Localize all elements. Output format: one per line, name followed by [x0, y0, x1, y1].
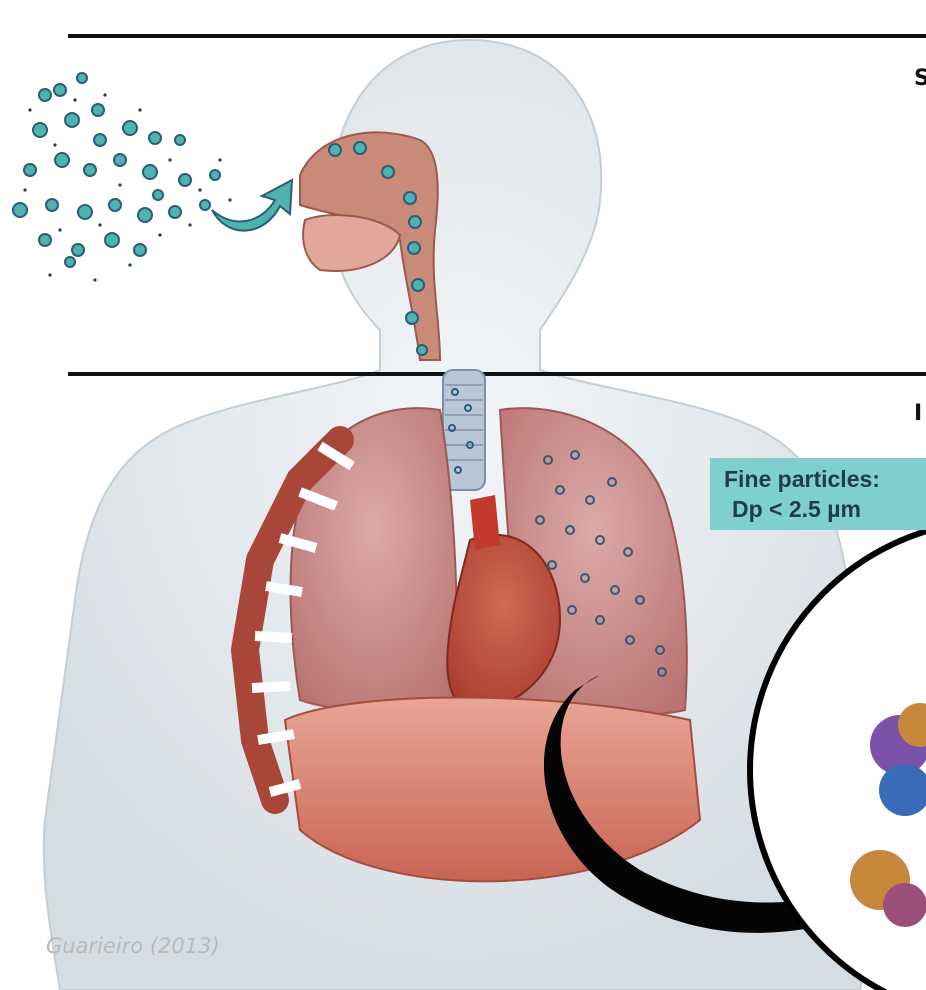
- particle-cloud: [13, 73, 220, 267]
- fine-particles-size: Dp < 2.5 µm: [724, 494, 861, 524]
- diaphragm: [285, 698, 700, 882]
- fine-particles-label: Fine particles: Dp < 2.5 µm: [710, 458, 926, 530]
- fine-particles-title: Fine particles:: [724, 464, 880, 494]
- curved-arrow-icon: [212, 180, 292, 231]
- section-label-lower: I: [914, 401, 922, 426]
- section-label-upper: S: [914, 66, 926, 91]
- image-credit: Guarieiro (2013): [46, 934, 220, 958]
- aorta: [470, 495, 500, 550]
